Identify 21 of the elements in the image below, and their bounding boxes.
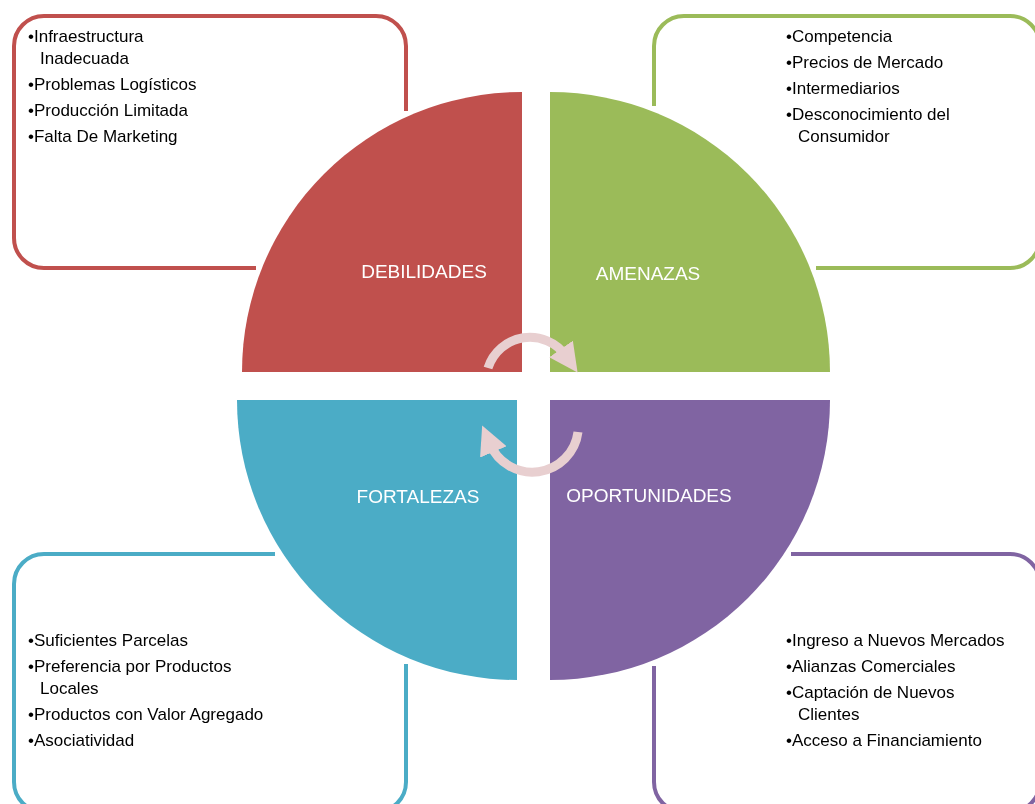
bullet-item: •Infraestructura Inadecuada [28, 26, 145, 70]
bullet-item: •Asociatividad [28, 730, 136, 752]
curved-arrow [483, 332, 579, 372]
bullet-item: •Falta De Marketing [28, 126, 179, 148]
bullet-item: •Productos con Valor Agregado [28, 704, 265, 726]
quadrant-label: DEBILIDADES [361, 261, 487, 283]
quadrant-label: FORTALEZAS [356, 486, 480, 508]
bullet-item: •Alianzas Comerciales [786, 656, 957, 678]
quadrant-label: OPORTUNIDADES [566, 485, 732, 507]
bullet-item: •Precios de Mercado [786, 52, 945, 74]
bullet-item: •Captación de Nuevos Clientes [786, 682, 956, 726]
bullet-item: •Desconocimiento del Consumidor [786, 104, 951, 148]
bullet-item: •Suficientes Parcelas [28, 630, 189, 652]
quadrant-label: AMENAZAS [595, 263, 701, 285]
bullet-item: •Preferencia por Productos Locales [28, 656, 233, 700]
bullet-item: •Producción Limitada [28, 100, 189, 122]
bullet-item: •Problemas Logísticos [28, 74, 198, 96]
bullet-item: •Acceso a Financiamiento [786, 730, 983, 752]
bullet-item: •Intermediarios [786, 78, 901, 100]
bullet-item: •Ingreso a Nuevos Mercados [786, 630, 1006, 652]
bullet-item: •Competencia [786, 26, 894, 48]
